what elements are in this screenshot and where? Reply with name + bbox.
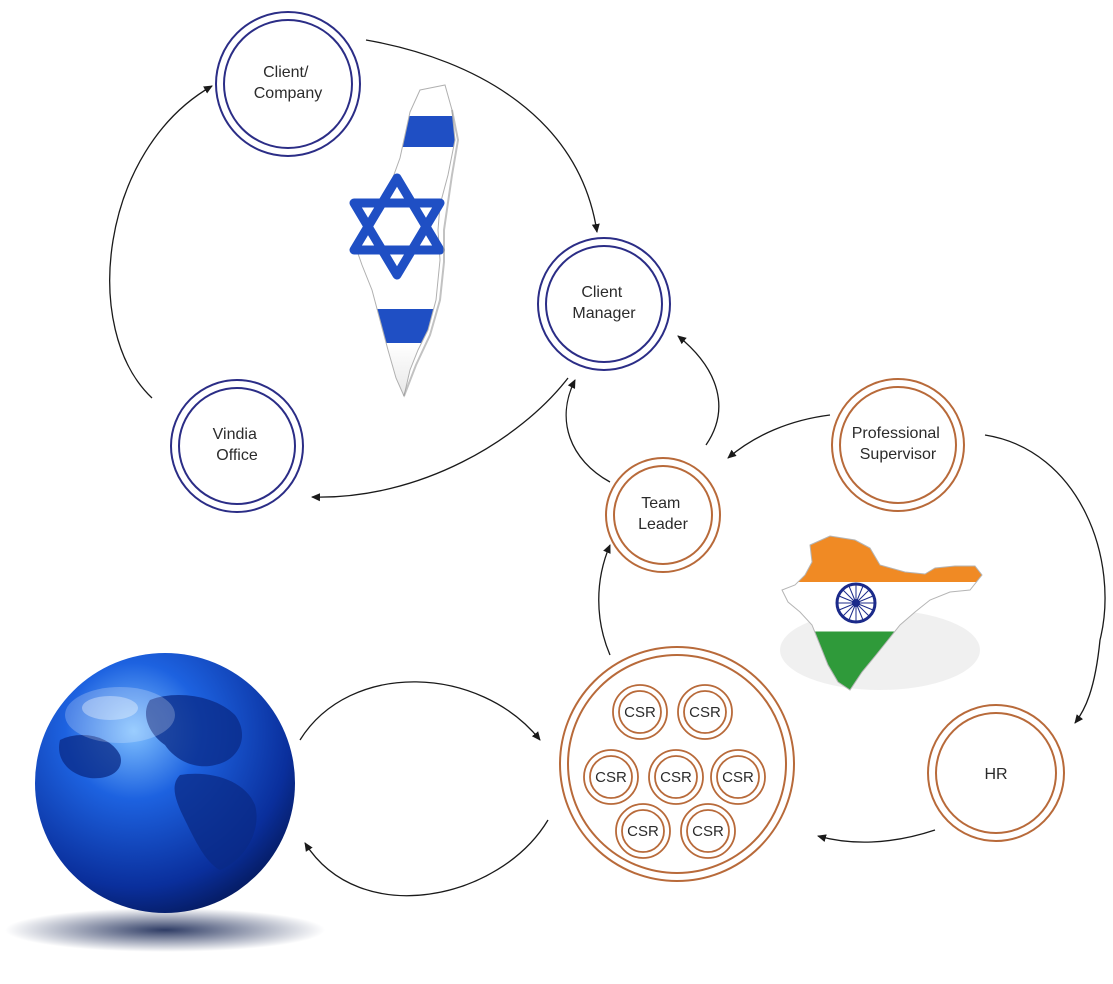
arrow-csr-group-to-globe [304, 819, 549, 897]
node-label-team-leader-line1: Team [641, 495, 680, 512]
csr-node: CSR [710, 749, 766, 805]
node-professional-supervisor: Professional Supervisor [831, 378, 965, 512]
arrow-team-leader-to-client-manager-left [565, 379, 611, 483]
svg-text:Professional Supervisor: Professional Supervisor [852, 425, 945, 463]
svg-text:Client/ Company: Client/ Company [254, 64, 322, 102]
node-client-company: Client/ Company [215, 11, 361, 157]
node-csr-group: CSR CSR CSR CSR CSR CSR CSR [559, 646, 795, 882]
node-label-professional-supervisor-line2: Supervisor [860, 446, 937, 463]
arrow-supervisor-to-hr [984, 434, 1106, 724]
svg-text:Team Leader: Team Leader [638, 495, 688, 533]
arrow-csr-group-to-team-leader [598, 544, 611, 656]
csr-bubbles: CSR CSR CSR CSR CSR CSR CSR [583, 684, 766, 859]
globe-icon [5, 653, 325, 952]
csr-node-label: CSR [692, 823, 724, 840]
node-label-client-manager-line2: Manager [572, 305, 636, 322]
node-label-vindia-office-line1: Vindia [213, 426, 257, 443]
csr-node: CSR [648, 749, 704, 805]
connector-arrows [109, 39, 1106, 897]
csr-node: CSR [677, 684, 733, 740]
csr-node: CSR [612, 684, 668, 740]
node-label-team-leader-line2: Leader [638, 516, 688, 533]
arrow-supervisor-to-team-leader [727, 414, 831, 459]
node-team-leader: Team Leader [605, 457, 721, 573]
node-hr: HR [927, 704, 1065, 842]
csr-node: CSR [680, 803, 736, 859]
csr-node-label: CSR [627, 823, 659, 840]
israel-flag-map-icon [349, 84, 460, 398]
arrow-globe-to-csr-group [299, 681, 541, 741]
node-label-client-company-line1: Client/ [263, 64, 309, 81]
node-label-professional-supervisor-line1: Professional [852, 425, 940, 442]
node-label-client-company-line2: Company [254, 85, 322, 102]
node-label-client-manager-line1: Client [581, 284, 622, 301]
node-client-manager: Client Manager [537, 237, 671, 371]
india-flag-map-icon [780, 535, 983, 691]
csr-node-label: CSR [722, 769, 754, 786]
csr-node-label: CSR [595, 769, 627, 786]
arrow-hr-to-csr-group [817, 829, 936, 843]
arrow-client-manager-to-vindia-office [311, 377, 569, 502]
svg-text:Vindia Office: Vindia Office [213, 426, 262, 464]
arrow-vindia-office-to-client-company [109, 85, 213, 399]
ashoka-chakra-icon [835, 582, 877, 624]
svg-text:Client Manager: Client Manager [572, 284, 636, 322]
node-label-hr: HR [984, 766, 1007, 783]
csr-node-label: CSR [689, 704, 721, 721]
svg-text:HR: HR [984, 766, 1007, 783]
csr-node: CSR [615, 803, 671, 859]
csr-node: CSR [583, 749, 639, 805]
csr-node-label: CSR [624, 704, 656, 721]
csr-node-label: CSR [660, 769, 692, 786]
node-vindia-office: Vindia Office [170, 379, 304, 513]
arrow-client-company-to-client-manager [365, 39, 600, 233]
arrow-team-leader-to-client-manager-right [677, 335, 720, 446]
node-label-vindia-office-line2: Office [216, 447, 258, 464]
